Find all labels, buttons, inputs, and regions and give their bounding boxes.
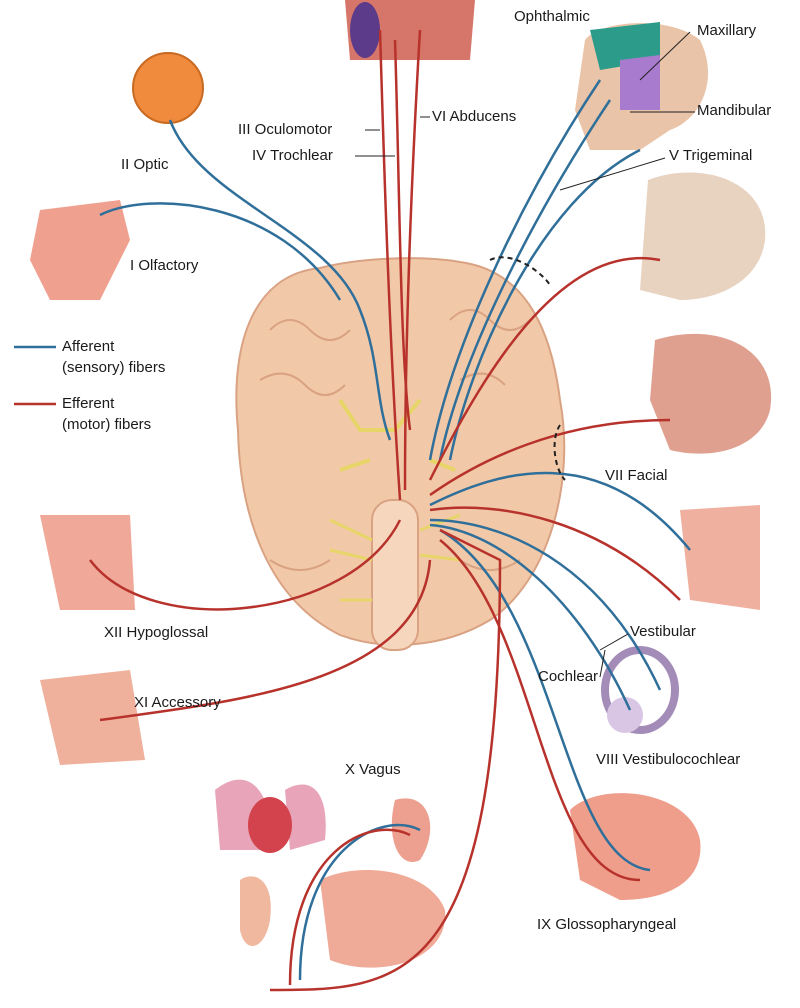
label-hypoglossal: XII Hypoglossal bbox=[104, 624, 209, 641]
label-trochlear: IV Trochlear bbox=[252, 147, 333, 164]
tongue-illustration bbox=[680, 505, 760, 610]
label-abducens: VI Abducens bbox=[432, 108, 517, 125]
label-ophthalmic: Ophthalmic bbox=[514, 8, 590, 25]
label-cochlear: Cochlear bbox=[538, 668, 599, 685]
skull-muscles-illustration bbox=[640, 172, 766, 300]
tongue-muscle-illustration bbox=[40, 515, 135, 610]
ear-illustration bbox=[240, 876, 271, 947]
label-mandibular: Mandibular bbox=[697, 102, 772, 119]
label-maxillary: Maxillary bbox=[697, 22, 757, 39]
intestines-illustration bbox=[320, 870, 446, 968]
legend-afferent-line2: (sensory) fibers bbox=[62, 359, 166, 376]
label-trigeminal: V Trigeminal bbox=[669, 147, 753, 164]
neck-muscles-illustration bbox=[40, 670, 145, 765]
label-vestibulocochlear: VIII Vestibulocochlear bbox=[596, 751, 741, 768]
label-oculomotor: III Oculomotor bbox=[238, 121, 333, 138]
stomach-illustration bbox=[391, 798, 431, 862]
pharynx-illustration bbox=[570, 793, 701, 900]
label-glossopharyngeal: IX Glossopharyngeal bbox=[537, 916, 677, 933]
nerve-fibers bbox=[89, 29, 691, 992]
legend-afferent-line1: Afferent bbox=[62, 338, 115, 355]
label-olfactory: I Olfactory bbox=[130, 257, 199, 274]
leader-lines bbox=[355, 31, 695, 678]
face-muscles-illustration bbox=[650, 333, 772, 454]
label-vestibular: Vestibular bbox=[630, 623, 696, 640]
nasal-cavity-illustration bbox=[30, 200, 130, 300]
brainstem bbox=[371, 499, 419, 651]
label-accessory: XI Accessory bbox=[134, 694, 221, 711]
eyeball-illustration bbox=[132, 52, 204, 124]
lungs-illustration bbox=[215, 779, 326, 850]
label-facial: VII Facial bbox=[605, 467, 668, 484]
label-vagus: X Vagus bbox=[345, 761, 401, 778]
label-optic: II Optic bbox=[121, 156, 169, 173]
brain-illustration bbox=[235, 257, 566, 651]
legend-efferent-line2: (motor) fibers bbox=[62, 416, 152, 433]
heart-illustration bbox=[248, 797, 292, 853]
legend-efferent-line1: Efferent bbox=[62, 395, 115, 412]
